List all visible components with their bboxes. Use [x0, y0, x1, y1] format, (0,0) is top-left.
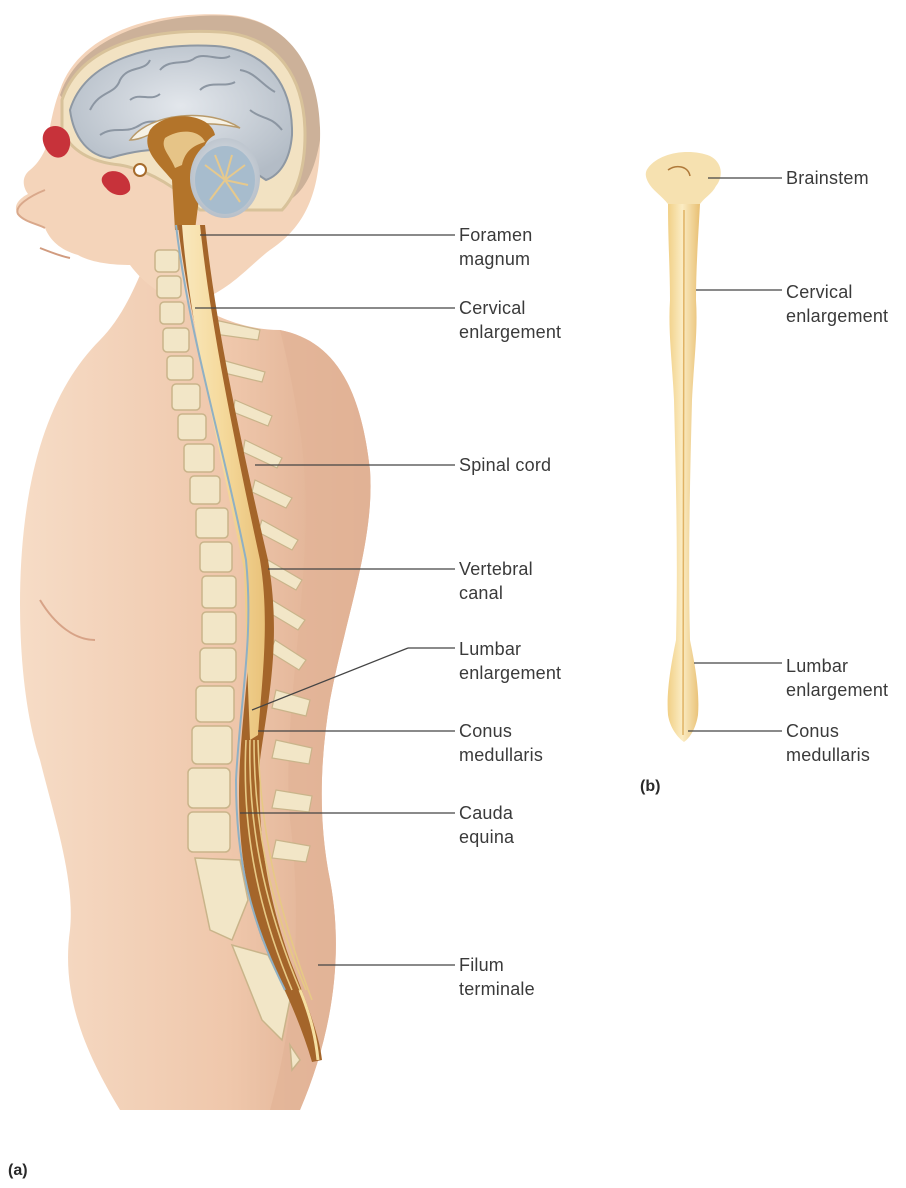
leader-lines-b — [688, 178, 782, 731]
label-filum-terminale: Filum terminale — [459, 953, 535, 1001]
label-spinal-cord: Spinal cord — [459, 453, 551, 477]
label-conus-medullaris-a: Conus medullaris — [459, 719, 543, 767]
label-vertebral-canal: Vertebral canal — [459, 557, 533, 605]
pituitary — [134, 164, 146, 176]
panel-label-b: (b) — [640, 778, 660, 796]
label-brainstem: Brainstem — [786, 166, 869, 190]
panel-label-a: (a) — [8, 1162, 28, 1180]
label-cauda-equina: Cauda equina — [459, 801, 514, 849]
label-cervical-enlargement-a: Cervical enlargement — [459, 296, 561, 344]
label-lumbar-enlargement-b: Lumbar enlargement — [786, 654, 888, 702]
label-cervical-enlargement-b: Cervical enlargement — [786, 280, 888, 328]
spinal-cord-b — [646, 152, 721, 742]
label-conus-medullaris-b: Conus medullaris — [786, 719, 870, 767]
label-lumbar-enlargement-a: Lumbar enlargement — [459, 637, 561, 685]
label-foramen-magnum: Foramen magnum — [459, 223, 532, 271]
